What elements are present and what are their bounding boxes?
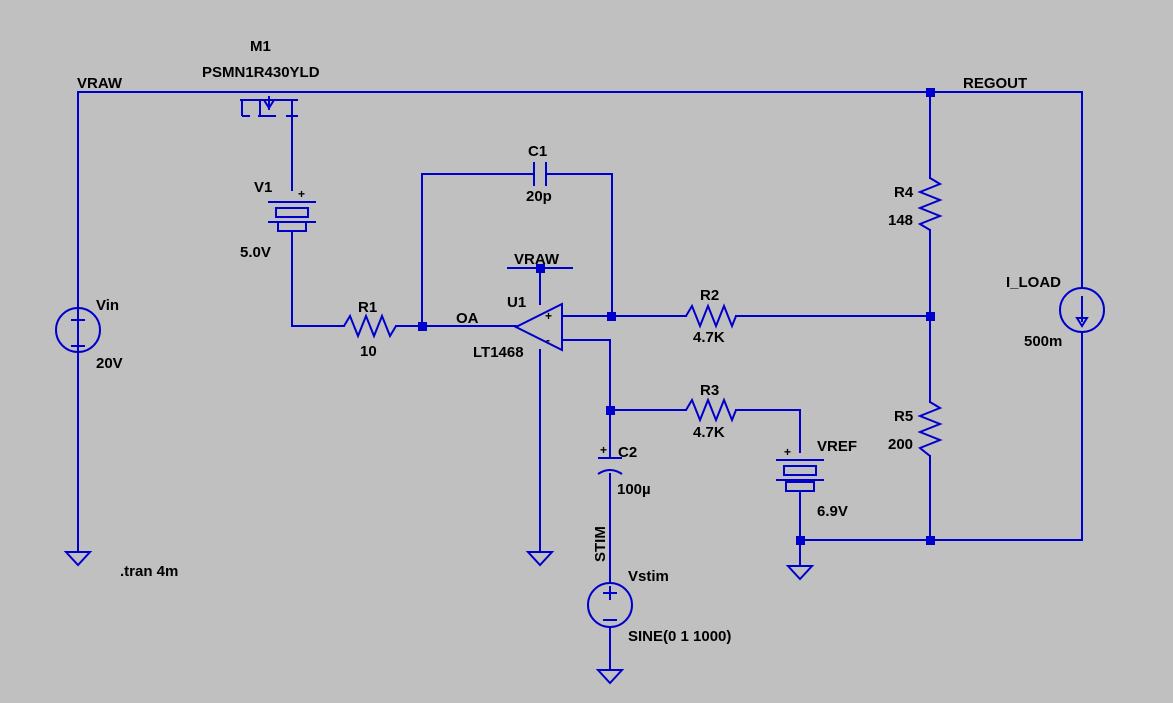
resistor-r1[interactable] xyxy=(343,313,397,339)
voltage-source-vin[interactable] xyxy=(55,307,101,353)
vref-plus-icon: + xyxy=(784,445,791,459)
wire-iload-bottom[interactable] xyxy=(799,331,1083,541)
junction-oa xyxy=(418,322,427,331)
c2-plus-icon: + xyxy=(600,443,607,457)
resistor-r2[interactable] xyxy=(685,303,737,329)
net-label-oa: OA xyxy=(456,310,479,327)
opamp-u1[interactable]: + - xyxy=(513,302,563,352)
vin-value: 20V xyxy=(96,355,123,372)
junction-regout-r4 xyxy=(926,88,935,97)
net-label-vraw: VRAW xyxy=(77,75,123,92)
capacitor-c2[interactable]: + xyxy=(597,443,623,475)
v1-plus-icon: + xyxy=(298,187,305,201)
r1-value: 10 xyxy=(360,343,377,360)
battery-vref[interactable]: + xyxy=(776,445,824,492)
u1-minus-icon: - xyxy=(546,333,550,347)
wire-c1-right[interactable] xyxy=(545,173,613,317)
r3-value: 4.7K xyxy=(693,424,725,441)
r4-ref: R4 xyxy=(894,184,914,201)
spice-directive[interactable]: .tran 4m xyxy=(120,563,178,580)
iload-arrow-icon xyxy=(1075,317,1089,328)
wires xyxy=(77,91,1083,671)
voltage-source-vstim[interactable] xyxy=(587,582,633,628)
r2-value: 4.7K xyxy=(693,329,725,346)
wire-inv-c2[interactable] xyxy=(561,339,611,459)
iload-ref: I_LOAD xyxy=(1006,274,1061,291)
m1-part: PSMN1R430YLD xyxy=(202,64,320,81)
ground-icon-vin xyxy=(63,551,93,567)
r4-value: 148 xyxy=(888,212,913,229)
wire-r3-vref[interactable] xyxy=(735,409,801,453)
r5-value: 200 xyxy=(888,436,913,453)
m1-arrow-icon xyxy=(262,99,276,110)
iload-value: 500m xyxy=(1024,333,1062,350)
c2-ref: C2 xyxy=(618,444,637,461)
vstim-value: SINE(0 1 1000) xyxy=(628,628,731,645)
junction-vref-gnd xyxy=(796,536,805,545)
u1-ref: U1 xyxy=(507,294,526,311)
ground-icon-u1 xyxy=(525,551,555,567)
vin-ref: Vin xyxy=(96,297,119,314)
current-source-iload[interactable] xyxy=(1059,287,1105,333)
r2-ref: R2 xyxy=(700,287,719,304)
junction-c2-r3 xyxy=(606,406,615,415)
vref-ref: VREF xyxy=(817,438,857,455)
junction-r5-gnd xyxy=(926,536,935,545)
wire-v1-r1[interactable] xyxy=(291,231,345,327)
v1-ref: V1 xyxy=(254,179,272,196)
r1-ref: R1 xyxy=(358,299,377,316)
net-label-vraw-opamp: VRAW xyxy=(514,251,560,268)
ground-icon-vstim xyxy=(595,669,625,685)
junction-r4-r5-r2 xyxy=(926,312,935,321)
net-label-regout: REGOUT xyxy=(963,75,1027,92)
vstim-ref: Vstim xyxy=(628,568,669,585)
wire-c1-left[interactable] xyxy=(421,173,535,327)
vref-value: 6.9V xyxy=(817,503,848,520)
ground-icon-vref xyxy=(785,565,815,581)
c1-value: 20p xyxy=(526,188,552,205)
c1-ref: C1 xyxy=(528,143,547,160)
net-label-stim: STIM xyxy=(592,526,609,562)
u1-part: LT1468 xyxy=(473,344,524,361)
v1-value: 5.0V xyxy=(240,244,271,261)
u1-plus-icon: + xyxy=(545,309,552,323)
resistor-r3[interactable] xyxy=(685,397,737,423)
r3-ref: R3 xyxy=(700,382,719,399)
wire-vraw-top[interactable] xyxy=(77,91,241,541)
m1-ref: M1 xyxy=(250,38,271,55)
capacitor-c1[interactable] xyxy=(533,162,547,186)
junction-c1-ninv xyxy=(607,312,616,321)
resistor-r5[interactable] xyxy=(917,401,943,457)
r5-ref: R5 xyxy=(894,408,913,425)
c2-value: 100µ xyxy=(617,481,651,498)
battery-v1[interactable]: + xyxy=(268,187,316,232)
resistor-r4[interactable] xyxy=(917,177,943,231)
wire-regout-top[interactable] xyxy=(297,91,1083,289)
mosfet-m1[interactable] xyxy=(240,91,298,117)
